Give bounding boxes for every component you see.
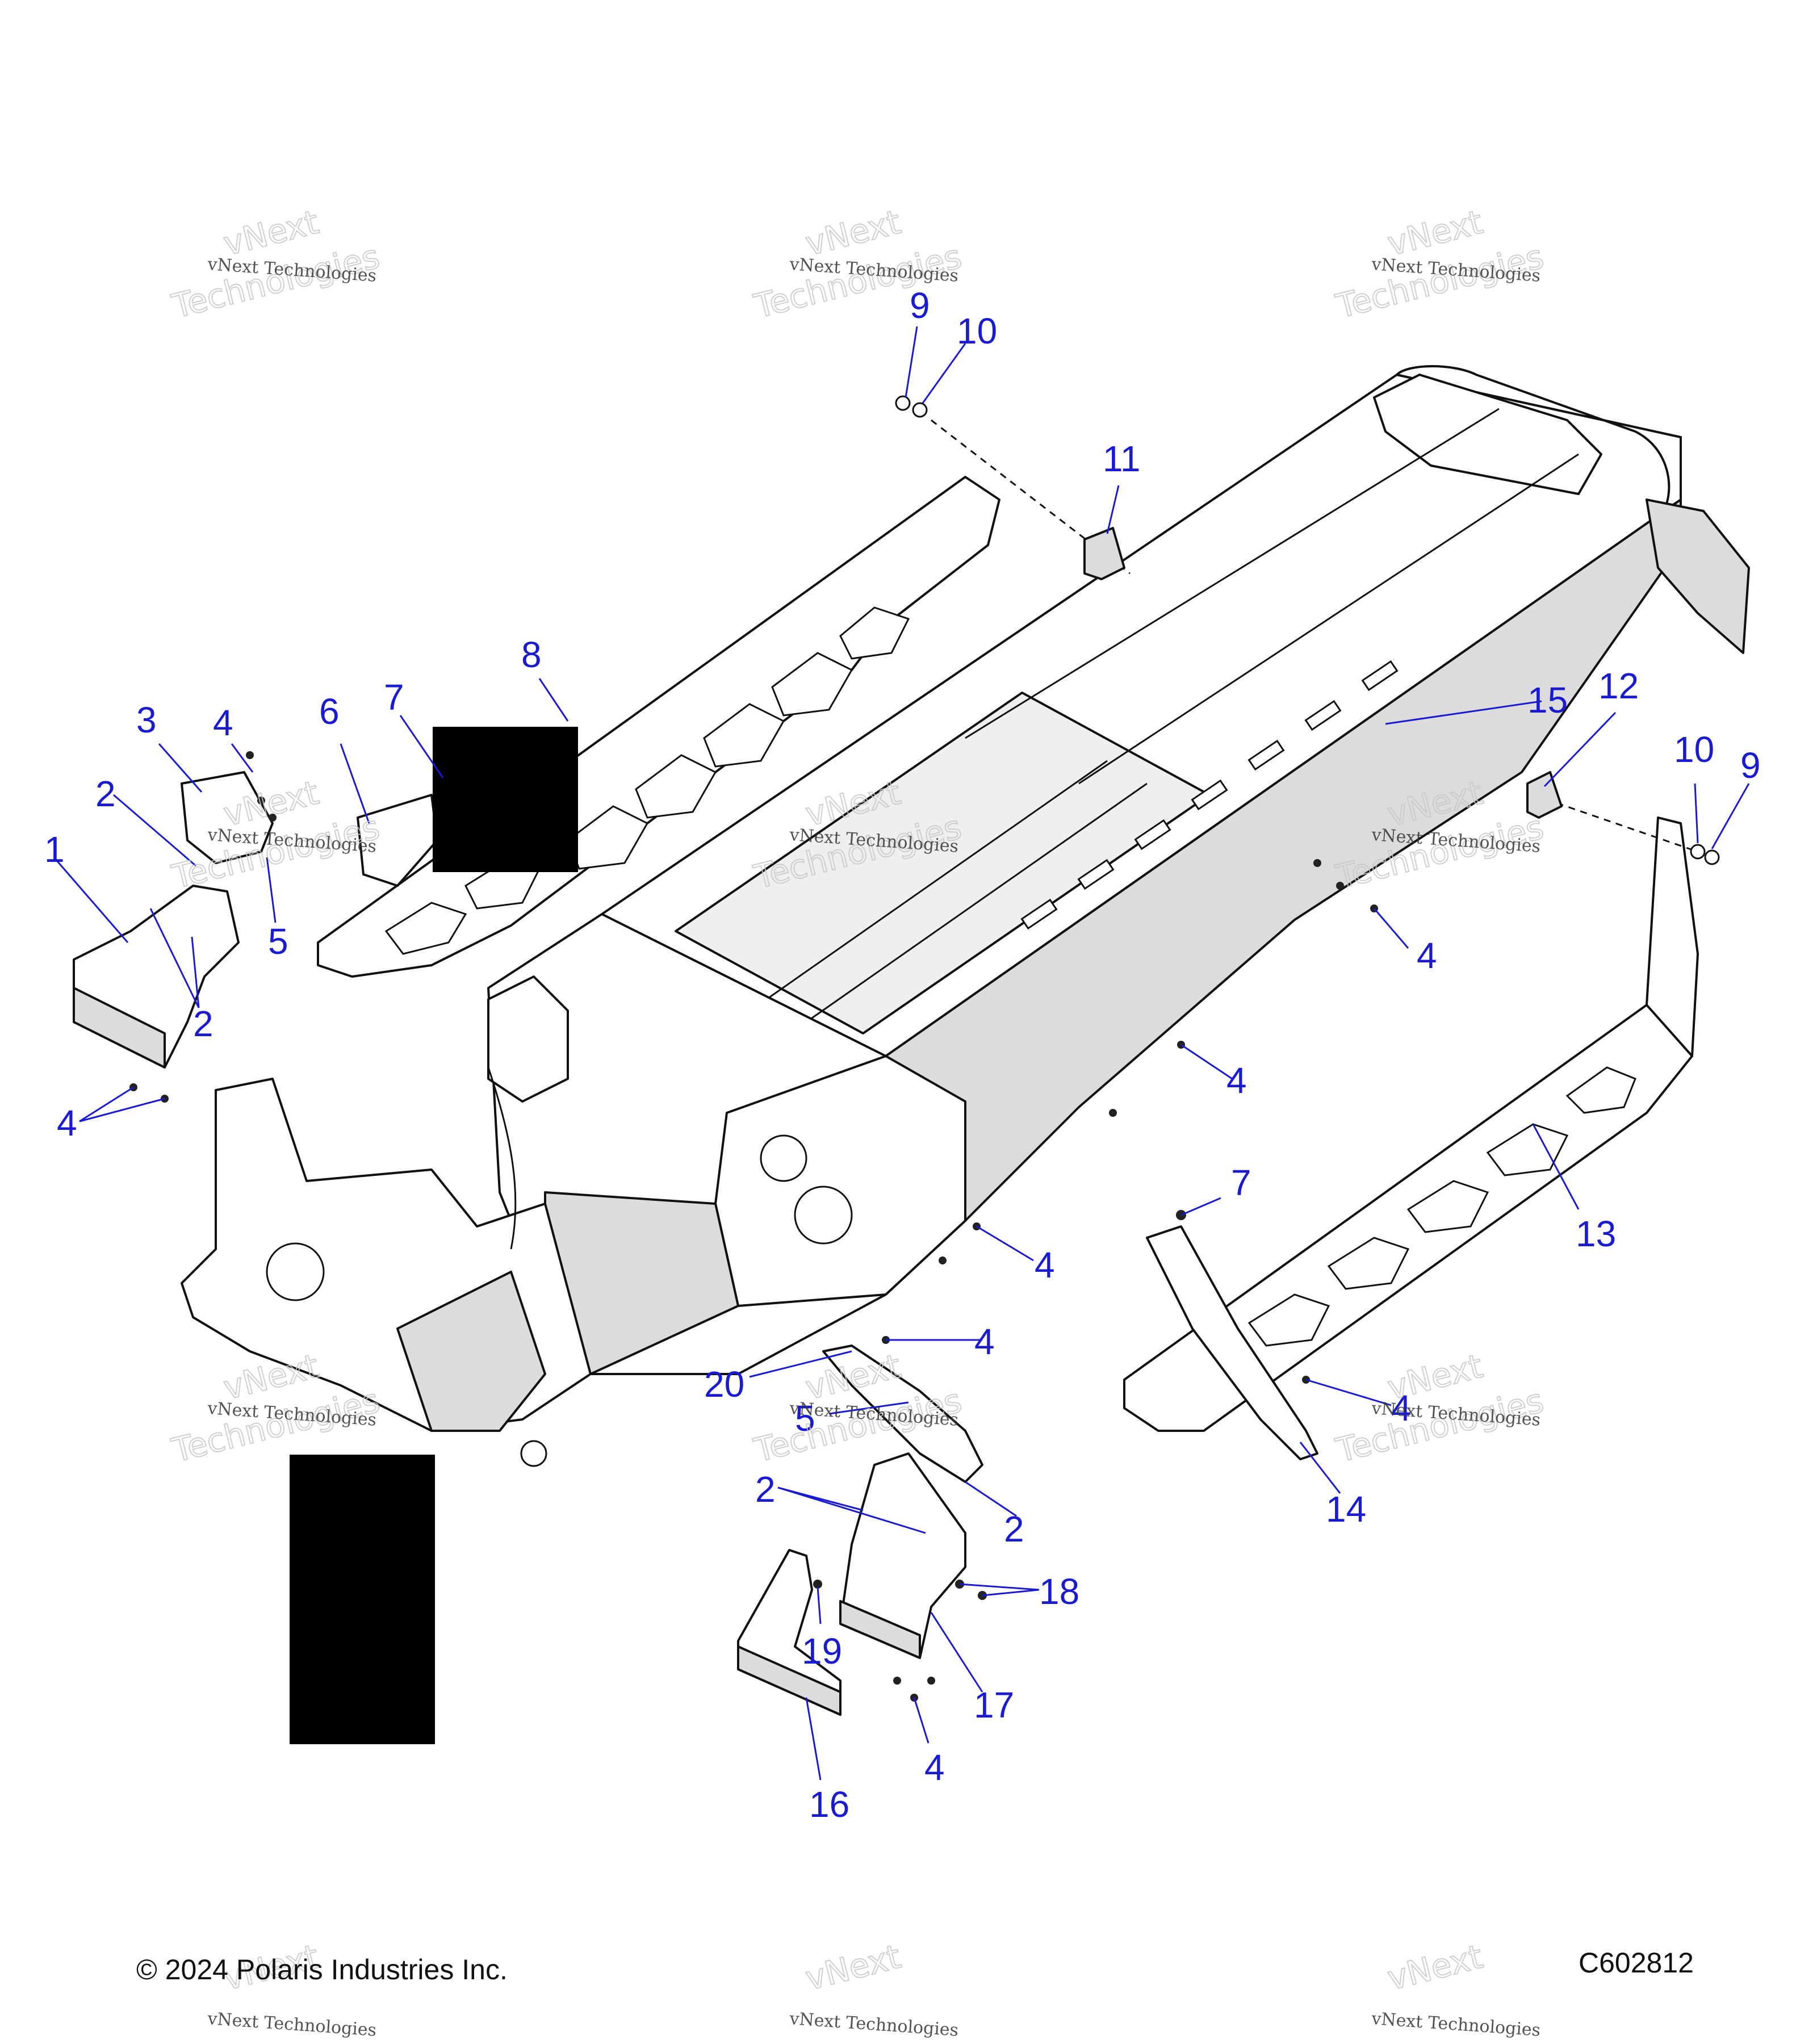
callout-4-g: 4 <box>1391 1388 1412 1429</box>
callout-15: 15 <box>1527 680 1568 721</box>
redaction-block-bottom <box>290 1455 435 1744</box>
callout-6: 6 <box>319 691 340 732</box>
clip-12 <box>1526 771 1563 819</box>
callout-7-b: 7 <box>1231 1162 1251 1203</box>
tunnel-rail-2 <box>806 782 1148 1023</box>
steering-post-mount <box>487 975 569 1103</box>
svg-text:vNext Technologies: vNext Technologies <box>206 2009 377 2041</box>
watermark-11: vNext vNext Technologies <box>788 1937 959 2041</box>
frame-spindle <box>520 1440 547 1467</box>
lower-panel-16-shade <box>737 1645 841 1716</box>
callout-4-a: 4 <box>213 702 233 743</box>
fasteners <box>129 751 1378 1702</box>
callout-14: 14 <box>1326 1489 1366 1530</box>
callout-16: 16 <box>809 1784 849 1825</box>
watermark-1: vNext Technologies vNext Technologies <box>168 202 384 326</box>
callout-18: 18 <box>1039 1571 1079 1612</box>
dashed-axis-left <box>931 419 1131 575</box>
watermark-2: vNext Technologies vNext Technologies <box>750 202 966 326</box>
callout-19: 19 <box>802 1631 842 1672</box>
watermark-9: vNext Technologies vNext Technologies <box>1332 1346 1548 1471</box>
callout-5-b: 5 <box>795 1398 815 1439</box>
callout-20: 20 <box>704 1364 744 1405</box>
svg-text:vNext: vNext <box>1384 1937 1487 1998</box>
copyright-notice: © 2024 Polaris Industries Inc. <box>136 1954 508 1986</box>
running-board-rear-arm <box>1646 816 1699 1057</box>
callout-2-a: 2 <box>95 773 116 814</box>
deck-ridge-1 <box>965 408 1500 739</box>
plate-hole-1 <box>760 1134 807 1182</box>
callout-13: 13 <box>1576 1213 1616 1254</box>
callout-12: 12 <box>1598 665 1639 706</box>
nut-9-right <box>1704 849 1720 865</box>
snow-flap <box>1646 499 1750 654</box>
redaction-block-top <box>433 727 578 872</box>
side-panel-1-shade <box>73 987 166 1069</box>
watermark-10: vNext vNext Technologies <box>206 1937 377 2041</box>
svg-text:vNext Technologies: vNext Technologies <box>1370 2009 1541 2041</box>
lower-panel-17-shade <box>839 1600 921 1659</box>
lower-panel-17 <box>839 1452 966 1659</box>
leader-lines <box>53 326 1750 1781</box>
rear-bumper-pocket <box>1373 374 1602 495</box>
callout-2-b: 2 <box>193 1003 213 1044</box>
deck-ridge-2 <box>1078 453 1579 785</box>
coolant-line <box>487 1067 517 1250</box>
callout-5-a: 5 <box>268 921 288 962</box>
callout-1: 1 <box>44 829 65 870</box>
front-chassis <box>181 913 966 1467</box>
callout-9-b: 9 <box>1740 745 1761 786</box>
clip-11 <box>1083 527 1125 580</box>
frame-hole <box>266 1242 325 1301</box>
callout-4-h: 4 <box>924 1747 945 1788</box>
callout-9-a: 9 <box>910 285 930 326</box>
callout-17: 17 <box>974 1685 1014 1725</box>
callout-3: 3 <box>136 700 157 740</box>
side-panel-3 <box>181 771 274 864</box>
nut-9-top <box>895 395 911 411</box>
callout-4-f: 4 <box>974 1321 995 1362</box>
toe-hold-14 <box>1146 1225 1318 1460</box>
callout-8: 8 <box>521 634 542 675</box>
front-frame-shade <box>396 1271 546 1432</box>
callout-4-e: 4 <box>1035 1245 1055 1285</box>
callout-10-a: 10 <box>957 311 997 351</box>
watermark-3: vNext Technologies vNext Technologies <box>1332 202 1548 326</box>
tunnel-rail <box>766 760 1108 1000</box>
plate-hole-2 <box>794 1186 853 1245</box>
callout-11: 11 <box>1103 438 1140 479</box>
callout-4-c: 4 <box>1417 935 1437 976</box>
nut-10-top <box>912 402 928 418</box>
tunnel-assembly <box>601 365 1750 1296</box>
callout-4-b: 4 <box>57 1103 77 1144</box>
callout-4-d: 4 <box>1226 1060 1247 1101</box>
running-board-13-cutouts <box>1247 1066 1636 1347</box>
callout-7-a: 7 <box>384 677 404 718</box>
callout-10-b: 10 <box>1674 729 1714 770</box>
diagram-id: C602812 <box>1579 1947 1694 1979</box>
callout-2-d: 2 <box>1004 1509 1024 1549</box>
right-running-board <box>1123 794 1699 1460</box>
toe-hold-bracket-6 <box>357 794 438 887</box>
callout-labels: 1 2 2 2 2 3 4 4 4 4 4 4 4 4 5 5 6 7 7 8 … <box>44 285 1761 1825</box>
svg-text:vNext: vNext <box>802 1937 905 1998</box>
side-slots <box>1020 660 1399 930</box>
callout-2-c: 2 <box>755 1469 776 1510</box>
svg-text:vNext Technologies: vNext Technologies <box>788 2009 959 2041</box>
nut-10-right <box>1690 844 1706 860</box>
watermark-12: vNext vNext Technologies <box>1370 1937 1541 2041</box>
